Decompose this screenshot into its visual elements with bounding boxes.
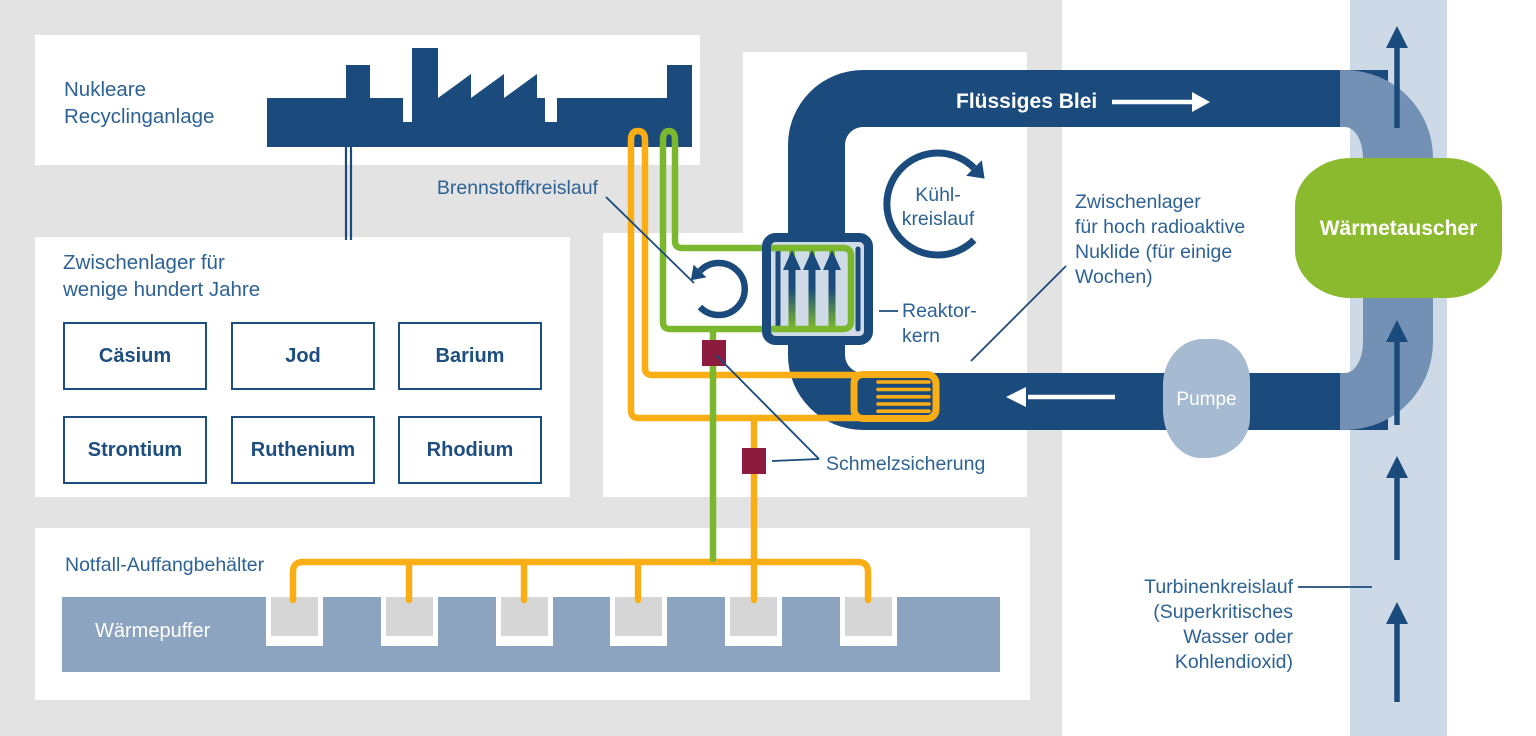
storage-long-title: Zwischenlager für wenige hundert Jahre [63,249,260,303]
storage-long-title-line2: wenige hundert Jahre [63,278,261,301]
emergency-title: Notfall-Auffangbehälter [65,554,265,576]
coil-fins [876,380,931,413]
recycling-title: Nukleare Recyclinganlage [64,76,214,130]
fuel-cask [615,597,662,636]
turbine-cycle-line4: Kohlendioxid) [1174,651,1293,673]
fuel-cycle-label: Brennstoffkreislauf [436,177,598,199]
liquid-lead-label: Flüssiges Blei [956,90,1098,113]
fuel-cask [730,597,777,636]
factory-icon [267,48,692,240]
turbine-cycle-line2: (Superkritisches [1153,601,1293,623]
melt-fuse-label: Schmelzsicherung [826,453,986,475]
element-box-jod: Jod [231,322,375,390]
turbine-cycle-line3: Wasser oder [1183,626,1293,648]
storage-short-line3: Nuklide (für einige [1075,241,1233,263]
reactor-core-label-line1: Reaktor- [902,300,977,322]
reactor-core-label: Reaktor- kern [902,299,977,349]
storage-short-label: Zwischenlager für hoch radioaktive Nukli… [1075,190,1245,290]
heat-exchanger-barrel [1295,158,1502,298]
manifold [289,558,872,604]
fuel-cask [845,597,892,636]
heat-buffer-label: Wärmepuffer [95,620,211,642]
fuel-pipe-orange [289,127,940,604]
fuel-cask [271,597,318,636]
pump-label: Pumpe [1176,389,1237,410]
element-box-ruthenium: Ruthenium [231,416,375,484]
element-box-caesium: Cäsium [63,322,207,390]
recycling-title-line2: Recyclinganlage [64,105,215,128]
element-box-strontium: Strontium [63,416,207,484]
reactor-core-label-line2: kern [902,325,940,347]
turbine-cycle-line1: Turbinenkreislauf [1144,576,1293,598]
turbine-cycle-label: Turbinenkreislauf (Superkritisches Wasse… [1063,575,1293,675]
reactor-core-frame [762,233,873,345]
element-box-barium: Barium [398,322,542,390]
pump-blob [1163,339,1250,458]
fuel-cask [386,597,433,636]
cooling-cycle-arrow-icon [883,149,985,259]
element-box-rhodium: Rhodium [398,416,542,484]
fuel-cycle-arrow-icon [690,259,749,319]
core-flow-arrows [783,250,841,328]
storage-short-line2: für hoch radioaktive [1075,216,1246,238]
lead-flow-arrows [1006,92,1210,407]
melt-fuse-icon [742,448,766,474]
cooling-cycle-label-line2: kreislauf [901,208,975,230]
cooling-cycle-label-line1: Kühl- [915,184,961,206]
cooling-cycle-label: Kühl- kreislauf [878,183,998,231]
recycling-title-line1: Nukleare [64,78,147,101]
heat-exchanger-label: Wärmetauscher [1319,217,1478,240]
storage-short-line4: Wochen) [1075,266,1153,288]
turbine-flow-arrows [1386,26,1408,702]
pointer-lines [605,196,1372,588]
fuel-cask [501,597,548,636]
storage-long-title-line1: Zwischenlager für [63,251,225,274]
storage-short-line1: Zwischenlager [1075,191,1201,213]
